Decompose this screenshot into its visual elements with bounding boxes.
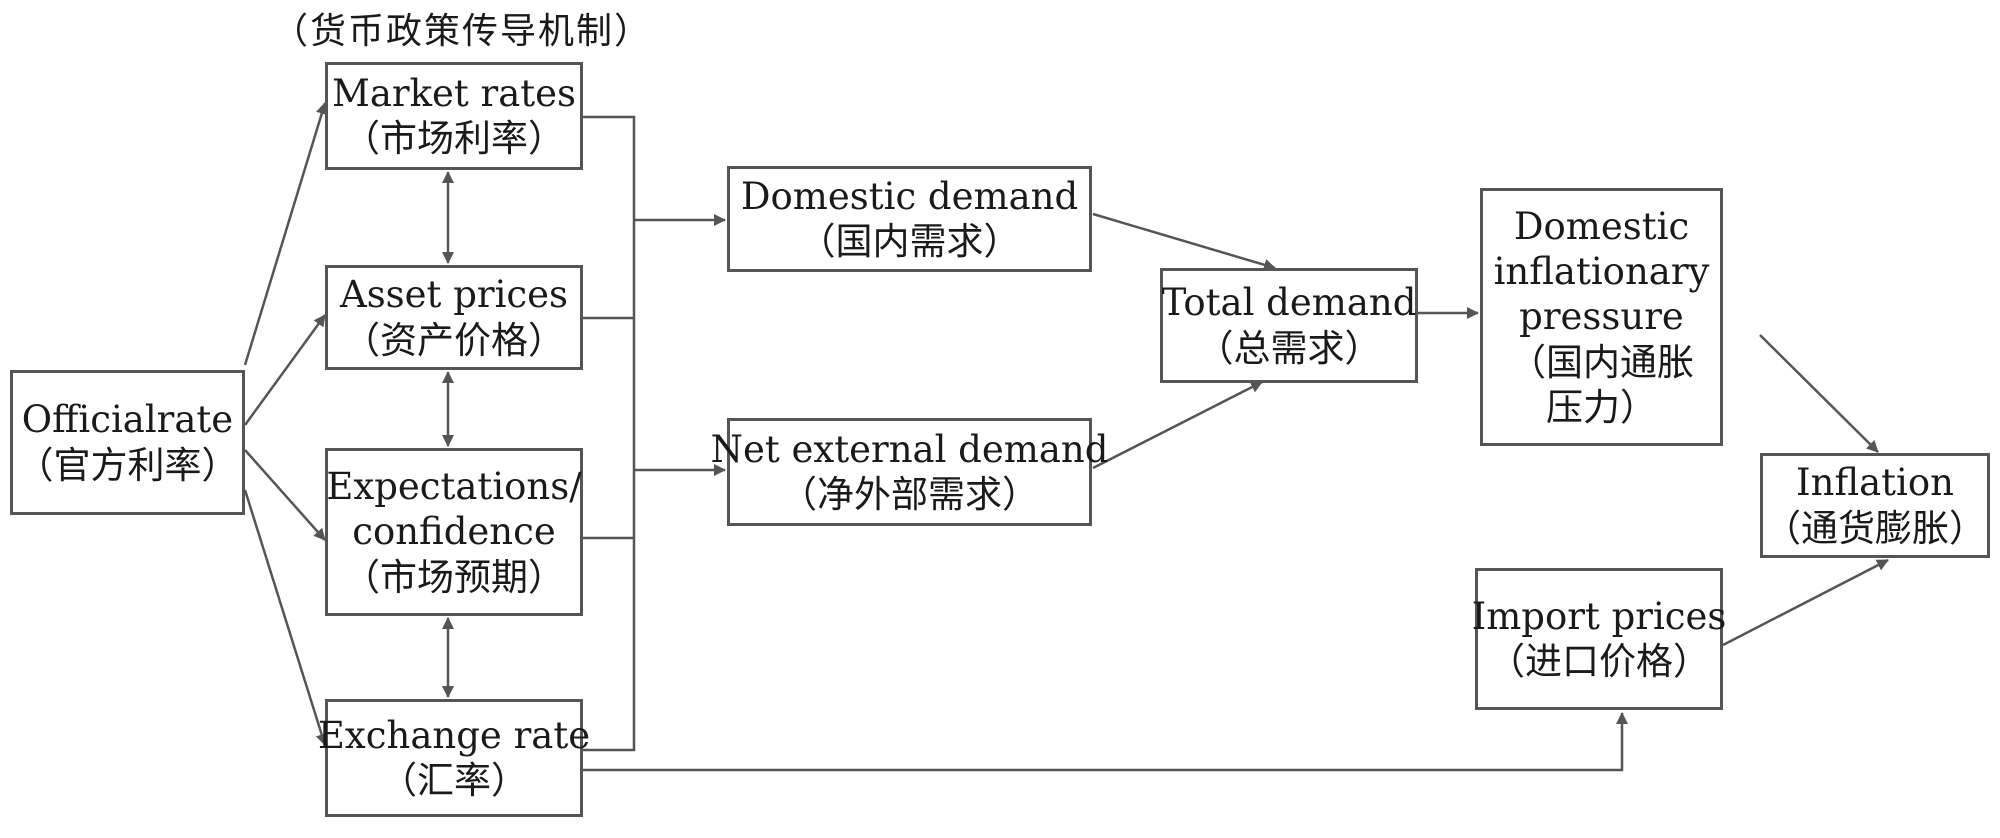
import-prices-zh: （进口价格） [1488,640,1710,683]
bus-connector [583,115,636,752]
exchange-rate-en: Exchange rate [317,713,591,757]
official-rate-zh: （官方利率） [16,443,239,487]
arrow-official-to-exchange-rate [243,489,328,746]
node-expectations: Expectations/ confidence （市场预期） [325,448,583,616]
domestic-demand-en: Domestic demand [740,174,1079,218]
total-demand-zh: （总需求） [1196,326,1382,370]
arrow-official-to-expectations [244,449,326,541]
pressure-zh-line1: （国内通胀 [1509,340,1694,384]
arrow-external-to-total [1092,380,1263,470]
node-inflation: Inflation （通货膨胀） [1760,453,1990,558]
net-external-demand-en: Net external demand [710,427,1109,471]
expectations-zh: （市场预期） [343,555,565,599]
import-prices-en: Import prices [1471,594,1727,638]
arrow-official-to-market-rates [243,102,328,366]
pressure-zh-line2: 压力） [1546,385,1657,429]
asset-prices-en: Asset prices [339,273,569,317]
arrow-official-to-asset-prices [243,314,327,426]
arrow-exchange-to-import [583,712,1628,772]
expectations-en-line1: Expectations/ [326,465,582,509]
arrow-import-to-inflation [1722,558,1889,647]
net-external-demand-zh: （净外部需求） [780,473,1039,516]
pressure-en-line3: pressure [1519,295,1684,339]
exchange-rate-zh: （汇率） [380,759,528,802]
official-rate-en: Officialrate [21,398,234,442]
diagram-title: （货币政策传导机制） [272,11,653,52]
inflation-en: Inflation [1796,461,1954,505]
total-demand-en: Total demand [1161,281,1417,325]
arrow-domestic-to-total [1092,212,1276,271]
node-net-external-demand: Net external demand （净外部需求） [711,418,1108,526]
asset-prices-zh: （资产价格） [343,318,565,362]
pressure-en-line2: inflationary [1493,250,1710,294]
expectations-en-line2: confidence [352,510,556,554]
market-rates-zh: （市场利率） [343,117,565,160]
node-total-demand: Total demand （总需求） [1160,268,1418,383]
inflation-zh: （通货膨胀） [1764,506,1986,550]
domestic-demand-zh: （国内需求） [798,220,1021,263]
pressure-en-line1: Domestic [1513,205,1690,249]
node-market-rates: Market rates （市场利率） [325,62,583,170]
node-asset-prices: Asset prices （资产价格） [325,265,583,370]
node-domestic-inflationary-pressure: Domestic inflationary pressure （国内通胀 压力） [1480,188,1723,446]
node-import-prices: Import prices （进口价格） [1472,568,1726,710]
node-exchange-rate: Exchange rate （汇率） [318,699,590,817]
node-official-rate: Officialrate （官方利率） [10,370,245,515]
arrow-pressure-to-inflation [1759,334,1879,453]
market-rates-en: Market rates [331,71,577,115]
node-domestic-demand: Domestic demand （国内需求） [727,166,1092,272]
